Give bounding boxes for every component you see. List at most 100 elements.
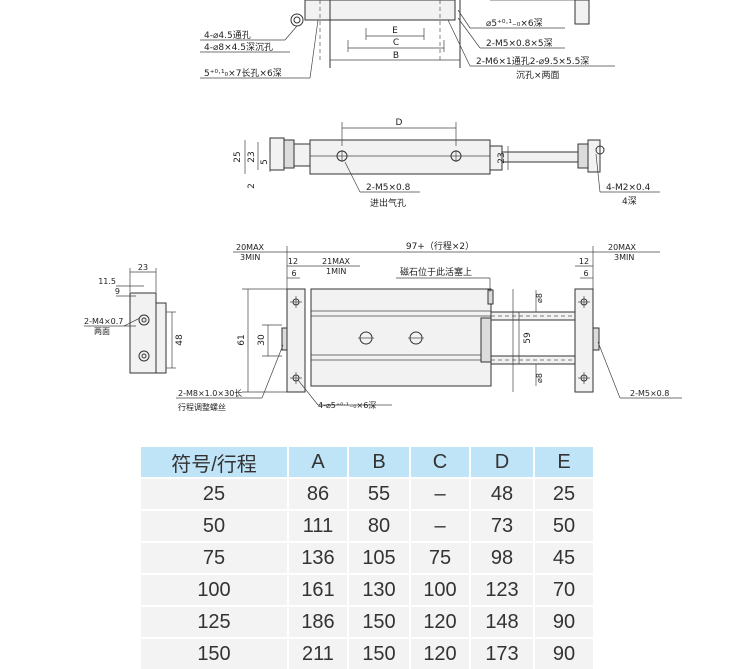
label-port-sub: 进出气孔 — [370, 197, 406, 209]
label-m2: 4-M2×0.4 — [606, 183, 651, 193]
front-min-left: 3MIN — [240, 253, 260, 262]
cell-d: 123 — [470, 573, 535, 606]
col-header-e: E — [534, 447, 595, 478]
cell-a: 136 — [288, 541, 349, 574]
table-row: 50 111 80 – 73 50 — [141, 509, 595, 542]
col-header-b: B — [348, 447, 411, 478]
front-dim-12: 12 — [288, 257, 298, 266]
cell-e: 25 — [534, 477, 595, 510]
front-hole-5: 4-⌀5⁺⁰·¹₋₀×6深 — [318, 401, 376, 410]
cell-d: 148 — [470, 605, 535, 638]
cell-b: 80 — [348, 509, 411, 542]
dim-23-right: 23 — [497, 152, 507, 163]
front-dim-59: 59 — [523, 332, 533, 344]
label-m5-top: 2-M5×0.8×5深 — [486, 38, 553, 49]
cell-stroke: 150 — [141, 637, 289, 669]
label-m2-sub: 4深 — [622, 196, 637, 207]
cell-c: 120 — [410, 605, 471, 638]
table-row: 25 86 55 – 48 25 — [141, 477, 595, 510]
label-m6-sub: 沉孔×两面 — [516, 70, 560, 81]
cell-c: – — [410, 477, 471, 510]
cell-c: – — [410, 509, 471, 542]
cell-e: 90 — [534, 605, 595, 638]
label-m6-top: 2-M6×1通孔2-⌀9.5×5.5深 — [476, 56, 589, 67]
front-dim-d8-bot: ⌀8 — [535, 373, 544, 383]
cell-a: 111 — [288, 509, 349, 542]
cell-b: 150 — [348, 605, 411, 638]
dim-c: C — [393, 38, 399, 48]
cell-stroke: 75 — [141, 541, 289, 574]
mount-hole-icon — [290, 13, 304, 27]
front-stroke: 97+（行程×2） — [406, 240, 474, 252]
label-hole-5-top: ⌀5⁺⁰·¹₋₀×6深 — [486, 18, 543, 29]
col-header-symbol: 符号/行程 — [141, 447, 289, 478]
table-row: 150 211 150 120 173 90 — [141, 637, 595, 669]
label-hole-4-45: 4-⌀4.5通孔 — [204, 30, 251, 41]
front-min-inner: 1MIN — [326, 267, 346, 276]
front-dim-61: 61 — [237, 334, 247, 345]
table-row: 100 161 130 100 123 70 — [141, 573, 595, 606]
dim-23: 23 — [247, 151, 257, 162]
table-row: 75 136 105 75 98 45 — [141, 541, 595, 574]
technical-drawing: E C B 4-⌀4.5通孔 4-⌀8×4.5深沉孔 5⁺⁰·¹₀×7长孔×6深… — [84, 0, 682, 412]
cell-stroke: 125 — [141, 605, 289, 638]
label-slot: 5⁺⁰·¹₀×7长孔×6深 — [204, 67, 282, 79]
dim-5: 5 — [260, 159, 270, 165]
spec-table: 符号/行程 A B C D E 25 86 55 – 48 25 50 111 … — [141, 447, 595, 669]
cell-b: 105 — [348, 541, 411, 574]
view-end: 23 11.5 9 48 2-M4×0.7 两面 — [84, 263, 185, 374]
cell-c: 100 — [410, 573, 471, 606]
cell-a: 161 — [288, 573, 349, 606]
cell-stroke: 100 — [141, 573, 289, 606]
front-dim-d8-top: ⌀8 — [535, 293, 544, 303]
label-hole-4-8: 4-⌀8×4.5深沉孔 — [204, 42, 273, 53]
cell-c: 120 — [410, 637, 471, 669]
dim-b: B — [393, 51, 399, 61]
cell-b: 130 — [348, 573, 411, 606]
end-label-m4: 2-M4×0.7 — [84, 317, 123, 326]
front-magnet: 磁石位于此活塞上 — [400, 266, 472, 278]
end-dim-48: 48 — [175, 334, 185, 346]
front-dim-6: 6 — [291, 269, 296, 278]
cell-e: 90 — [534, 637, 595, 669]
cell-stroke: 25 — [141, 477, 289, 510]
front-max-inner: 21MAX — [322, 257, 351, 266]
end-label-m4-sub: 两面 — [94, 327, 110, 336]
cell-b: 55 — [348, 477, 411, 510]
cell-c: 75 — [410, 541, 471, 574]
front-screw-sub: 行程调整螺丝 — [178, 402, 226, 412]
cell-a: 86 — [288, 477, 349, 510]
label-port: 2-M5×0.8 — [366, 183, 411, 193]
front-max-right: 20MAX — [608, 243, 637, 252]
end-dim-23: 23 — [138, 263, 148, 272]
front-m5-right: 2-M5×0.8 — [630, 389, 669, 398]
cell-d: 48 — [470, 477, 535, 510]
end-dim-11-5: 11.5 — [98, 277, 116, 286]
cell-b: 150 — [348, 637, 411, 669]
cell-d: 173 — [470, 637, 535, 669]
dim-2: 2 — [247, 183, 257, 189]
col-header-c: C — [410, 447, 471, 478]
view-top: E C B 4-⌀4.5通孔 4-⌀8×4.5深沉孔 5⁺⁰·¹₀×7长孔×6深… — [200, 0, 615, 81]
cell-e: 45 — [534, 541, 595, 574]
dim-e: E — [392, 26, 398, 36]
cell-d: 98 — [470, 541, 535, 574]
view-front: 20MAX 3MIN 97+（行程×2） 20MAX 3MIN 12 6 21M… — [176, 240, 682, 412]
end-dim-9: 9 — [115, 287, 120, 296]
cell-e: 50 — [534, 509, 595, 542]
front-screw: 2-M8×1.0×30长 — [178, 388, 242, 398]
dim-25: 25 — [233, 151, 243, 162]
front-dim-12-r: 12 — [579, 257, 589, 266]
front-max-left: 20MAX — [236, 243, 265, 252]
front-dim-6-r: 6 — [583, 269, 588, 278]
view-side: D 25 23 5 2 23 2-M5×0.8 进出气孔 4-M2×0.4 4深 — [233, 118, 660, 209]
col-header-a: A — [288, 447, 349, 478]
cell-a: 211 — [288, 637, 349, 669]
cell-e: 70 — [534, 573, 595, 606]
front-dim-30: 30 — [257, 334, 267, 346]
table-header-row: 符号/行程 A B C D E — [141, 447, 595, 478]
cell-stroke: 50 — [141, 509, 289, 542]
dim-d: D — [396, 118, 403, 128]
col-header-d: D — [470, 447, 535, 478]
cell-d: 73 — [470, 509, 535, 542]
